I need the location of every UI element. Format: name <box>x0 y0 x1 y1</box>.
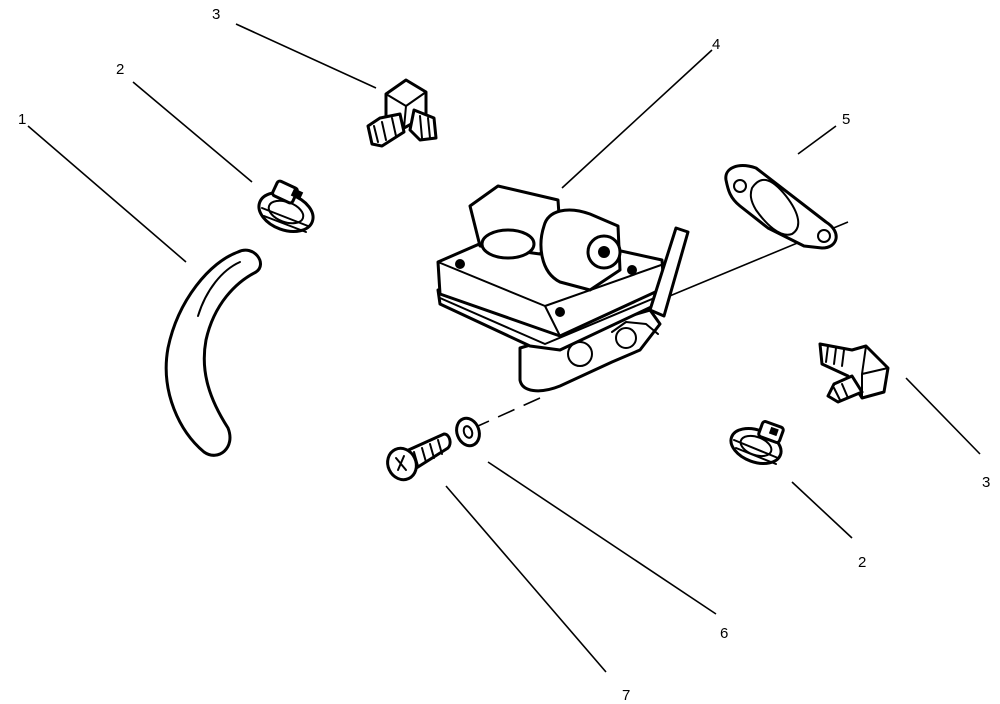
leader-line-1 <box>27 125 187 263</box>
leader-line-3-right <box>905 377 981 455</box>
callout-1: 1 <box>18 111 26 128</box>
leader-line-7 <box>445 485 607 673</box>
callout-2-bottom: 2 <box>858 554 866 571</box>
leader-line-2-top <box>132 81 253 183</box>
gasket-part <box>724 164 838 250</box>
leader-line-4 <box>561 49 713 189</box>
leader-line-6 <box>487 461 717 615</box>
elbow-fitting-top-part <box>366 78 438 148</box>
axis-line-screw <box>477 397 541 427</box>
leader-line-5 <box>797 125 837 155</box>
screw-part <box>386 432 452 482</box>
callout-3-right: 3 <box>982 474 990 491</box>
callout-7: 7 <box>622 687 630 704</box>
hose-part <box>164 248 262 457</box>
callout-4: 4 <box>712 36 720 53</box>
leader-line-2-bottom <box>791 481 853 539</box>
hose-clamp-bottom-part <box>729 420 785 465</box>
callout-5: 5 <box>842 111 850 128</box>
elbow-fitting-right-part <box>818 342 890 404</box>
callout-6: 6 <box>720 625 728 642</box>
washer-part <box>455 416 481 448</box>
callout-2-top: 2 <box>116 61 124 78</box>
fuel-pump-part <box>436 184 690 393</box>
callout-3-top: 3 <box>212 6 220 23</box>
leader-line-3-top <box>235 23 377 89</box>
hose-clamp-top-part <box>257 179 315 233</box>
